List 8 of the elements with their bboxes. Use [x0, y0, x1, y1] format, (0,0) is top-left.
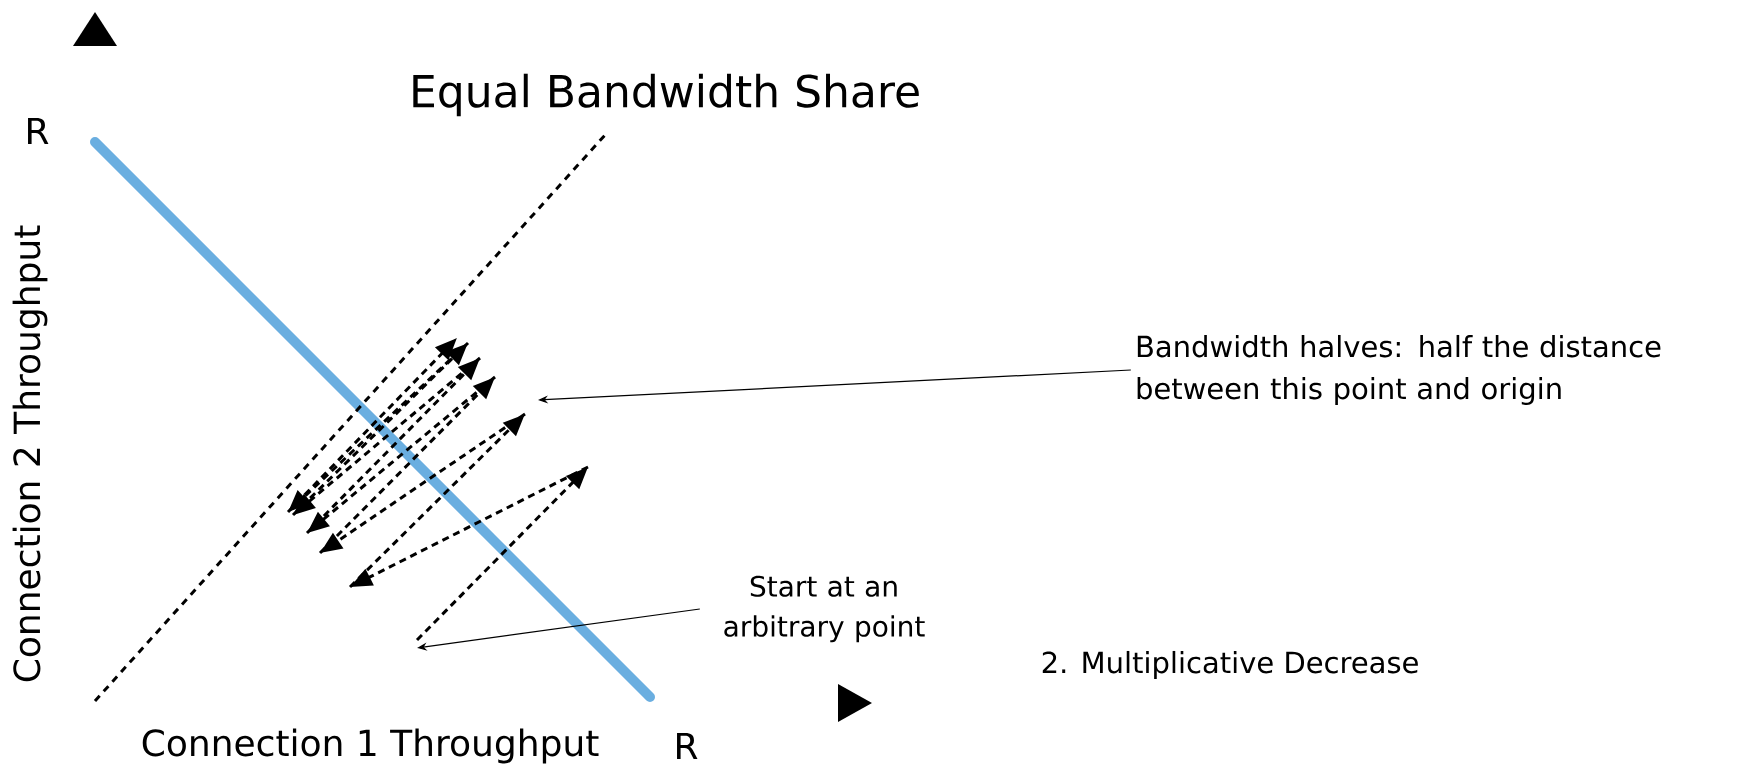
callout-text: Start at an arbitrary point [724, 575, 925, 643]
line-label: Equal Bandwidth Share [413, 73, 919, 117]
callout-text: Bandwidth halves: half the distance between this point and origin [1137, 334, 1661, 406]
section-label: 2. Multiplicative Decrease [1042, 650, 1418, 680]
axis-title: Connection 2 Throughput [12, 225, 48, 682]
axis-label: R [677, 732, 698, 760]
axis-title: Connection 1 Throughput [142, 728, 599, 764]
axis-label: R [28, 117, 49, 145]
